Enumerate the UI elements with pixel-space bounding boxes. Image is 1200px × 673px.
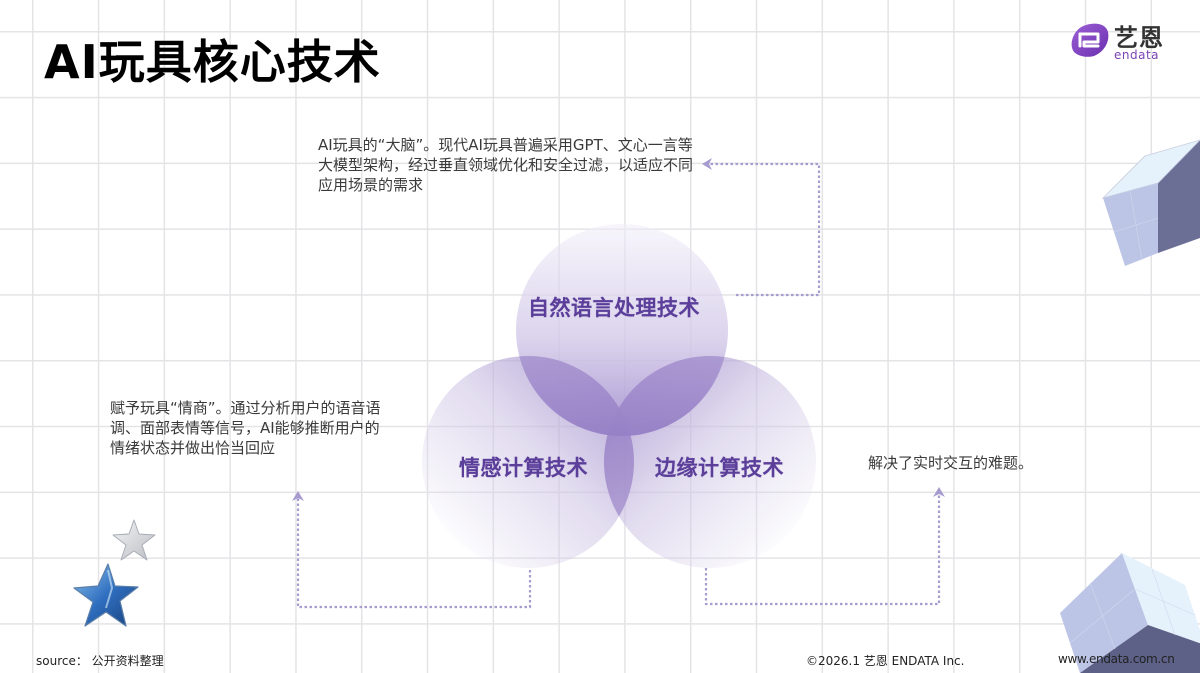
label-edge: 边缘计算技术 — [655, 456, 784, 480]
circle-nlp — [516, 224, 728, 436]
label-affective: 情感计算技术 — [459, 456, 588, 480]
logo-chinese-text: 艺恩 — [1114, 24, 1164, 52]
logo-english-text: endata — [1114, 48, 1160, 62]
arrow-left-icon — [702, 158, 712, 170]
star-blue-icon — [73, 563, 139, 627]
description-edge: 解决了实时交互的难题。 — [868, 454, 1034, 472]
arrow-up-icon — [933, 487, 945, 497]
description-nlp: AI玩具的“大脑”。现代AI玩具普遍采用GPT、文心一言等大模型架构，经过垂直领… — [318, 136, 694, 194]
connector-nlp — [706, 162, 821, 297]
label-nlp: 自然语言处理技术 — [528, 296, 700, 320]
endata-logo-icon — [1071, 23, 1109, 57]
footer-source: source： 公开资料整理 — [36, 654, 164, 668]
page-title: AI玩具核心技术 — [44, 35, 381, 89]
cube-decoration-icon — [1060, 553, 1200, 673]
footer-website-link[interactable]: www.endata.com.cn — [1058, 652, 1175, 666]
cube-decoration-icon — [1101, 139, 1200, 266]
footer-copyright: ©2026.1 艺恩 ENDATA Inc. — [806, 654, 965, 668]
description-affective: 赋予玩具“情商”。通过分析用户的语音语调、面部表情等信号，AI能够推断用户的情绪… — [110, 399, 381, 457]
arrow-up-icon — [292, 491, 304, 501]
endata-logo: 艺恩 endata — [1068, 20, 1180, 64]
star-silver-icon — [112, 519, 156, 561]
